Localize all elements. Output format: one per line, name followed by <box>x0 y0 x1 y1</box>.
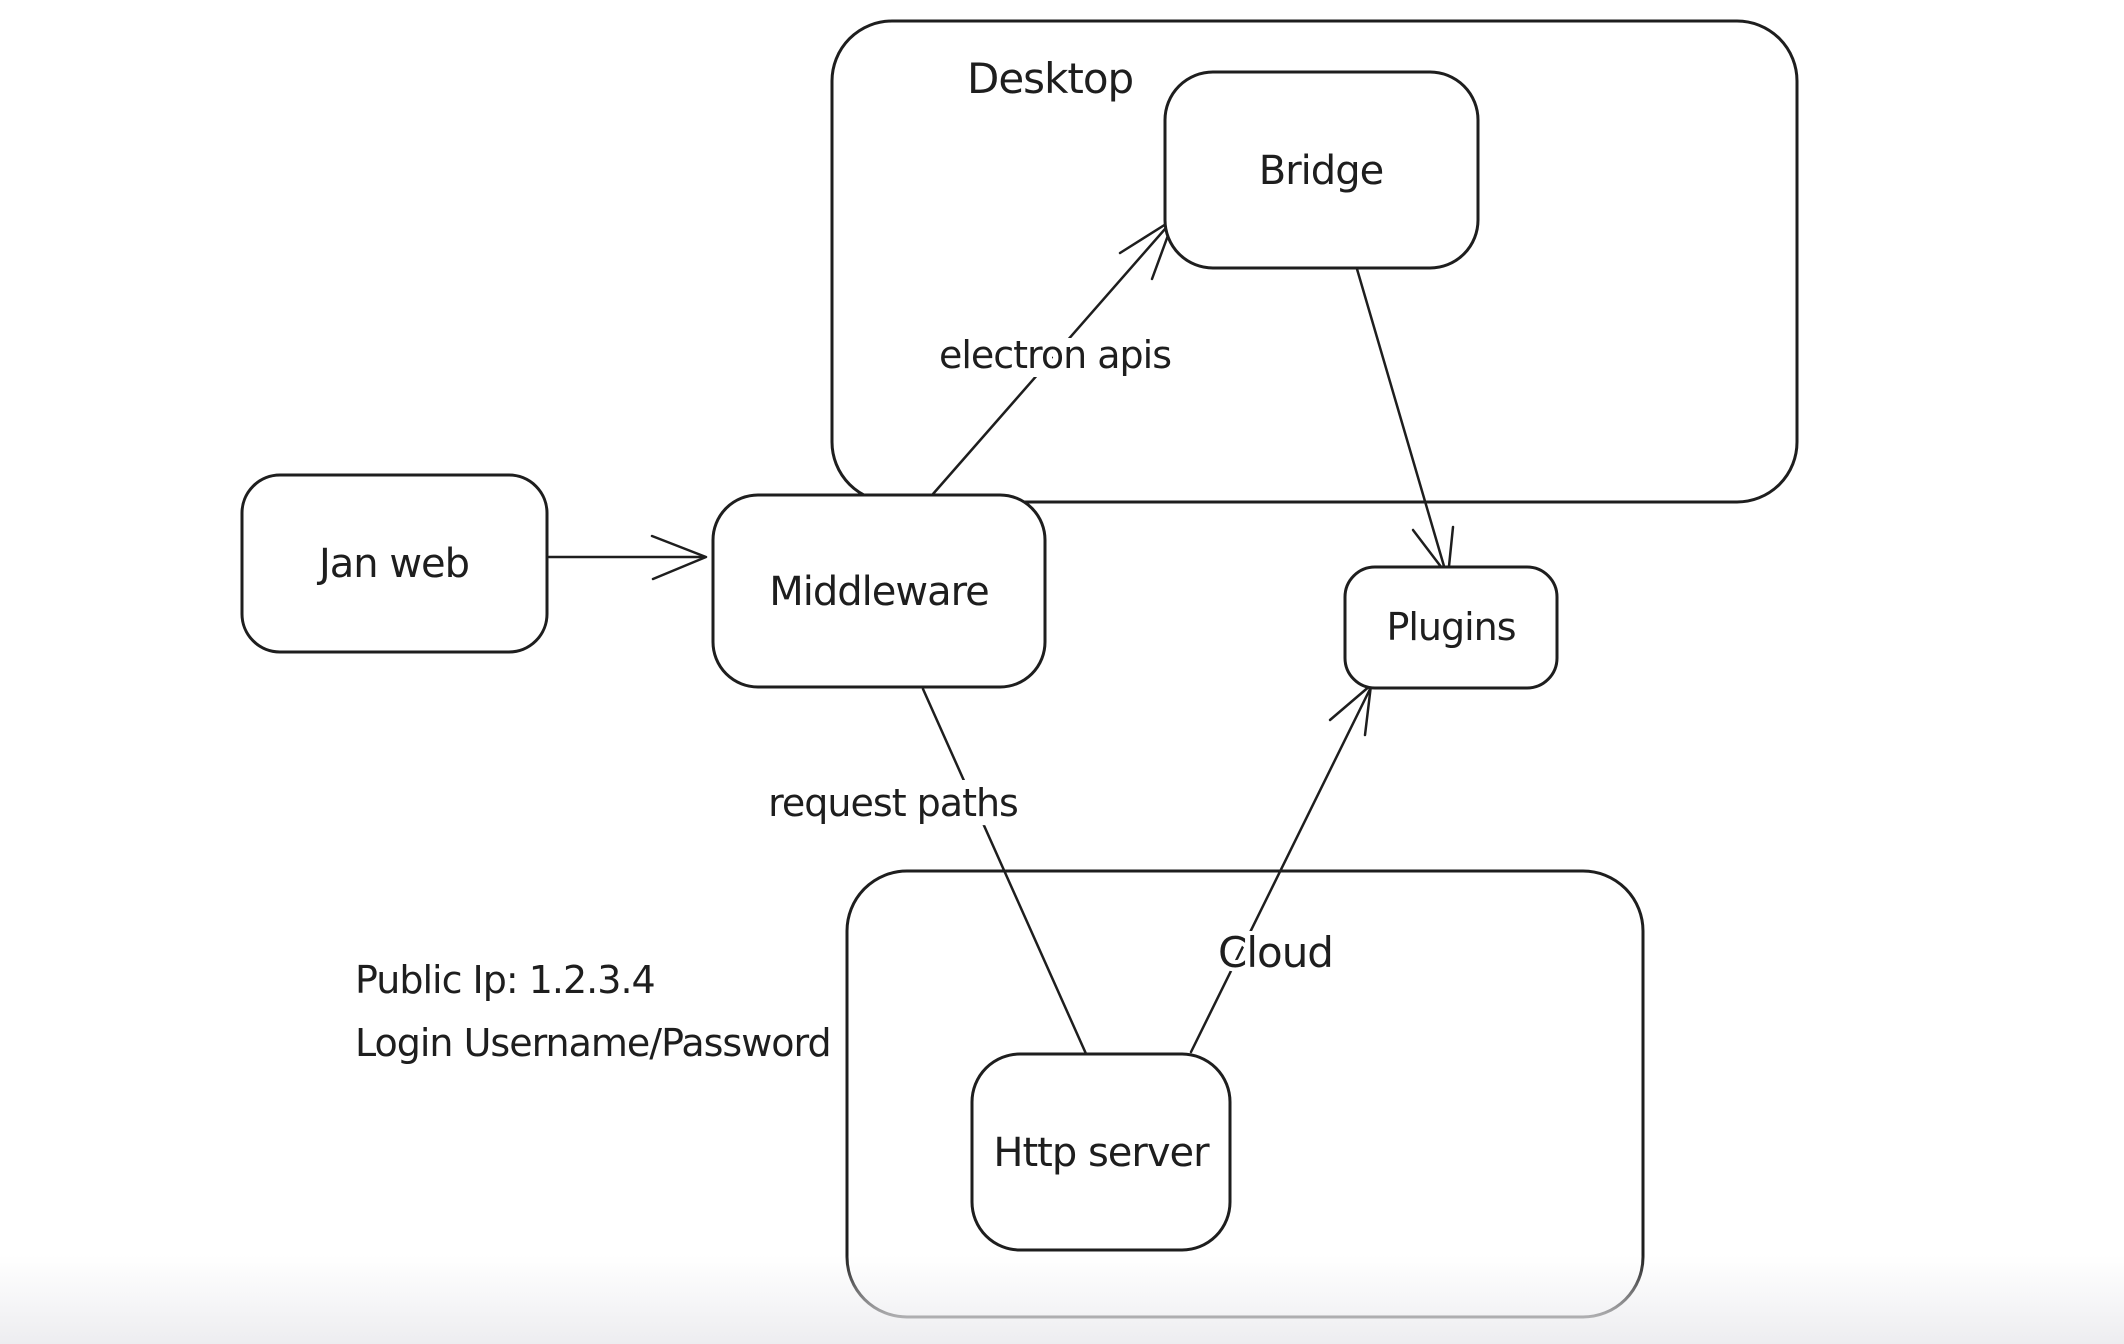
desktop-container-label: Desktop <box>967 54 1133 103</box>
bottom-fade-gradient <box>0 1255 2124 1344</box>
plugins-node-box[interactable] <box>1343 565 1559 690</box>
electron-apis-edge-label: electron apis <box>939 333 1171 377</box>
plugins-node-label: Plugins <box>1386 605 1515 649</box>
middleware-node-label: Middleware <box>769 569 989 615</box>
edge-bridge-to-plugins[interactable] <box>1355 267 1455 578</box>
request-paths-edge-label: request paths <box>768 781 1018 825</box>
http-server-node-label: Http server <box>993 1130 1210 1176</box>
bridge-node-box[interactable] <box>1163 70 1480 270</box>
login-credentials-text: Login Username/Password <box>355 1021 831 1065</box>
edge-middleware-to-http-server[interactable] <box>921 687 1089 1058</box>
jan-web-node-label: Jan web <box>316 541 469 587</box>
public-ip-text: Public Ip: 1.2.3.4 <box>355 958 655 1002</box>
http-server-node-box[interactable] <box>970 1052 1232 1252</box>
middleware-node-box[interactable] <box>711 493 1047 689</box>
jan-web-node-box[interactable] <box>240 473 549 654</box>
edge-http-server-to-plugins[interactable] <box>1189 681 1375 1054</box>
edge-jan-web-to-middleware[interactable] <box>547 534 708 581</box>
arrowhead-right <box>650 534 708 581</box>
desktop-container-box[interactable] <box>830 19 1799 504</box>
bridge-node-label: Bridge <box>1259 148 1383 194</box>
credentials-annotation[interactable]: Public Ip: 1.2.3.4 Login Username/Passwo… <box>355 958 832 1065</box>
cloud-container-label: Cloud <box>1218 928 1333 977</box>
